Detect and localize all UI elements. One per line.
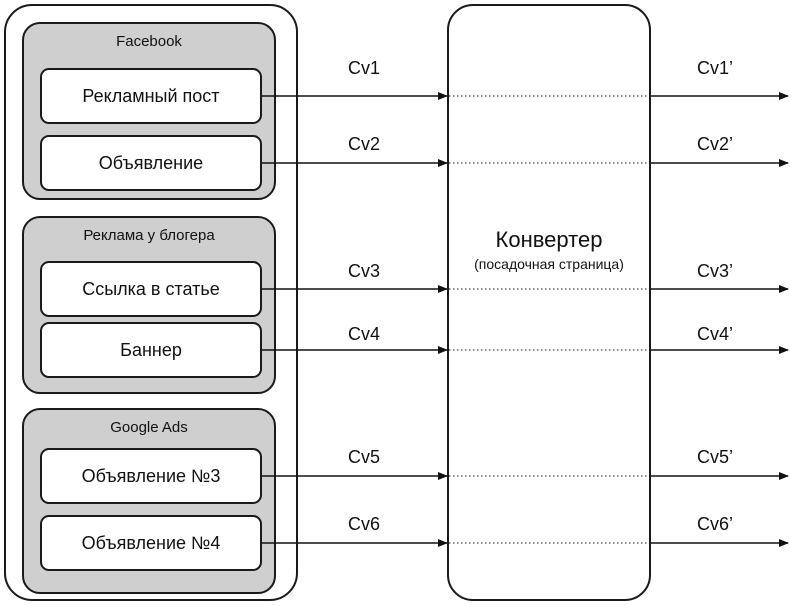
flow-label-out-6: Cv6’: [697, 514, 734, 534]
flow-label-in-2: Cv2: [348, 134, 381, 154]
flow-label-out-3: Cv3’: [697, 261, 734, 281]
converter-subtitle: (посадочная страница): [474, 256, 624, 272]
flow-label-out-4: Cv4’: [697, 324, 734, 344]
converter-title: Конвертер: [495, 227, 603, 252]
group-title-google-ads: Google Ads: [110, 419, 188, 436]
flow-label-out-5: Cv5’: [697, 447, 734, 467]
source-item-article-link: Ссылка в статье: [40, 261, 262, 317]
group-title-blogger: Реклама у блогера: [83, 227, 215, 244]
flow-label-in-6: Cv6: [348, 514, 381, 534]
flow-label-in-5: Cv5: [348, 447, 381, 467]
source-item-ad: Объявление: [40, 135, 262, 191]
flow-label-in-4: Cv4: [348, 324, 381, 344]
flow-label-out-2: Cv2’: [697, 134, 734, 154]
source-item-ad-post: Рекламный пост: [40, 68, 262, 124]
flow-label-in-3: Cv3: [348, 261, 381, 281]
flow-label-in-1: Cv1: [348, 58, 381, 78]
source-item-ad-4: Объявление №4: [40, 515, 262, 571]
converter-box: Конвертер (посадочная страница): [447, 4, 651, 601]
group-title-facebook: Facebook: [116, 33, 182, 50]
source-item-banner: Баннер: [40, 322, 262, 378]
source-item-ad-3: Объявление №3: [40, 448, 262, 504]
flow-label-out-1: Cv1’: [697, 58, 734, 78]
